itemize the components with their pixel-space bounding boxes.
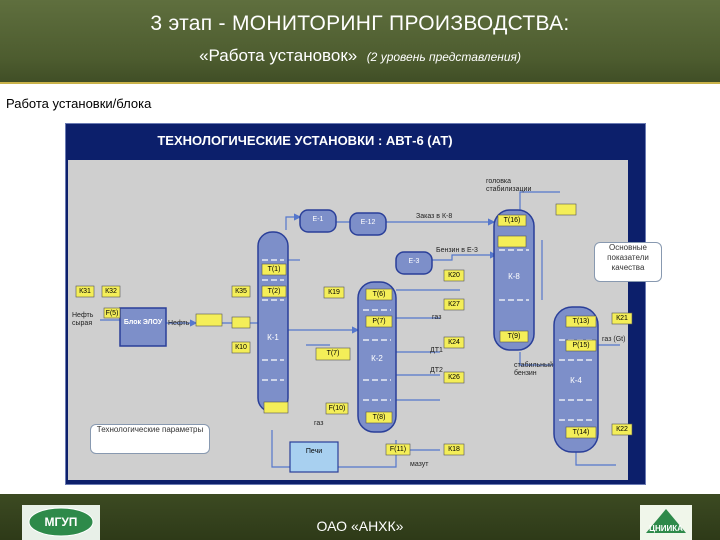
vessel-k1 (257, 231, 289, 413)
sensor-f11: F(11) (389, 446, 407, 453)
sensor-k31: К31 (79, 288, 91, 295)
sensor-k26: К26 (448, 374, 460, 381)
mgup-logo-text: МГУП (45, 515, 78, 529)
callout-tech-params: Технологические параметры (90, 424, 210, 454)
vessel-k1-label: К-1 (267, 333, 279, 342)
diagram-title: ТЕХНОЛОГИЧЕСКИЕ УСТАНОВКИ : АВТ-6 (АТ) (157, 133, 453, 148)
vessel-k4-label: К-4 (570, 376, 582, 385)
subtitle-note: (2 уровень представления) (366, 50, 521, 64)
sensor-k24: К24 (448, 339, 460, 346)
sensor-p7: P(7) (372, 318, 386, 325)
stream-stab-head: головка стабилизации (486, 178, 532, 193)
stream-order-k8: Заказ в К-8 (416, 213, 453, 220)
sensor-t2: T(2) (267, 288, 281, 295)
sensor-t13: T(13) (572, 318, 590, 325)
stream-raw-oil: Нефть сырая (72, 312, 94, 327)
furnace-label: Печи (305, 448, 323, 455)
stream-dt1: ДТ1 (430, 347, 443, 354)
stream-gas-bottom: газ (314, 420, 324, 427)
sensor-t6: T(6) (372, 291, 386, 298)
furnace (289, 441, 339, 473)
vessel-e3 (395, 251, 433, 275)
cniika-logo-text: ЦНИИКА (649, 524, 683, 533)
sensor-k10: К10 (235, 344, 247, 351)
sensor-t14: T(14) (572, 429, 590, 436)
cniika-logo: ЦНИИКА (640, 505, 692, 540)
sensor-k18: К18 (448, 446, 460, 453)
sensor-t1: T(1) (267, 266, 281, 273)
block-elou-label: Блок ЭЛОУ (123, 319, 163, 326)
sensor-f5: F(5) (105, 310, 119, 317)
sensor-p15: P(15) (572, 342, 590, 349)
sensor-k35: К35 (235, 288, 247, 295)
stream-oil: Нефть (168, 320, 190, 327)
mgup-logo: МГУП (22, 505, 100, 540)
sensor-k22: К22 (616, 426, 628, 433)
sensor-t8: T(8) (372, 414, 386, 421)
stream-fuel-oil: мазут (410, 461, 429, 468)
section-label: Работа установки/блока (6, 96, 152, 111)
vessel-e3-label: Е-3 (408, 258, 420, 265)
vessel-e1 (299, 209, 337, 233)
stream-gas: газ (432, 314, 442, 321)
sensor-k19: К19 (328, 289, 340, 296)
callout-quality-indicators: Основные показатели качества (594, 242, 662, 282)
vessel-k8-label: К-8 (508, 272, 520, 281)
sensor-k32: К32 (105, 288, 117, 295)
stream-gasoline-e3: Бензин в Е-3 (436, 247, 478, 254)
vessel-e12 (349, 212, 387, 236)
stream-stable-gasoline: стабильный бензин (514, 362, 553, 377)
sensor-t7: T(7) (326, 350, 340, 357)
subtitle-main: «Работа установок» (199, 46, 358, 65)
vessel-e12-label: Е-12 (360, 219, 376, 226)
sensor-k27: К27 (448, 301, 460, 308)
sensor-t16: T(16) (503, 217, 521, 224)
block-elou (119, 307, 167, 347)
slide-title: 3 этап - МОНИТОРИНГ ПРОИЗВОДСТВА: (150, 12, 570, 35)
sensor-k20: К20 (448, 272, 460, 279)
sensor-t9: T(9) (507, 333, 521, 340)
slide-subtitle: «Работа установок» (2 уровень представле… (0, 46, 720, 66)
sensor-k21: К21 (616, 315, 628, 322)
flow-lines (100, 191, 620, 468)
slide-footer (0, 494, 720, 540)
vessel-e1-label: Е-1 (312, 216, 324, 223)
vessel-k2-label: К-2 (371, 354, 383, 363)
sensor-f10: F(10) (328, 405, 346, 412)
sensor-boxes (75, 203, 633, 456)
stream-side: газ (Gt) (602, 336, 626, 343)
stream-dt2: ДТ2 (430, 367, 443, 374)
slide-header (0, 0, 720, 84)
footer-company: ОАО «АНХК» (316, 518, 404, 534)
